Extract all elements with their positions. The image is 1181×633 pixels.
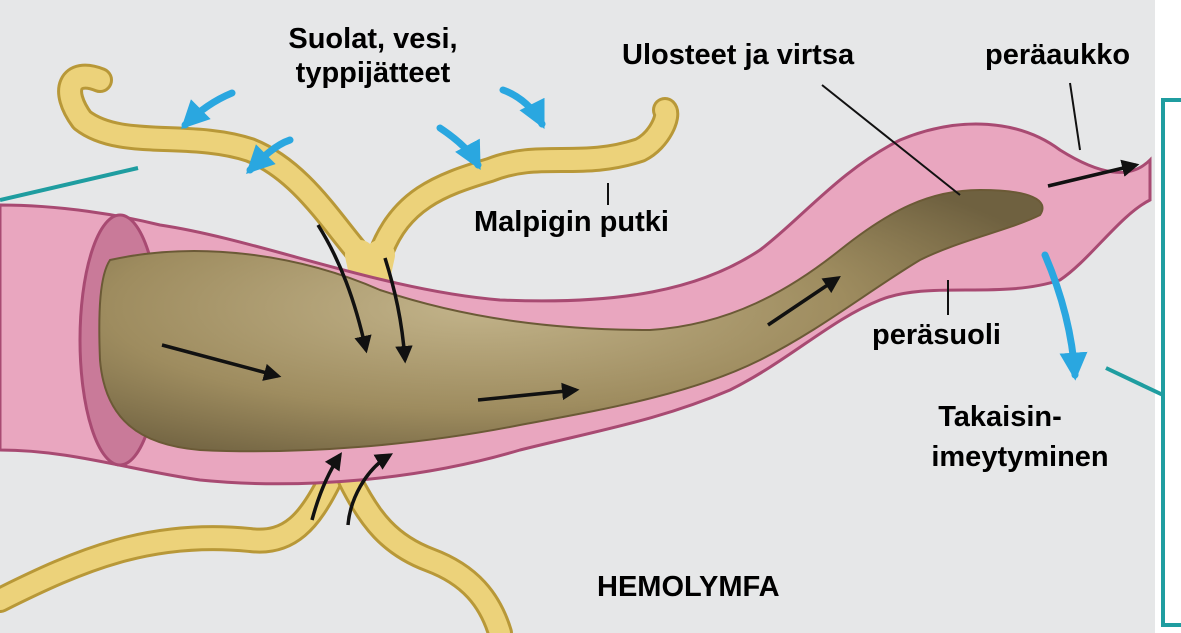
label-anus: peräaukko bbox=[985, 38, 1130, 72]
label-reabsorption: Takaisin- imeytyminen bbox=[900, 400, 1140, 474]
label-salts-line1: Suolat, vesi, bbox=[238, 22, 508, 56]
label-reabsorption-line1: Takaisin- bbox=[860, 400, 1140, 434]
label-malpighian-tubule: Malpigin putki bbox=[474, 205, 669, 239]
label-feces-urine: Ulosteet ja virtsa bbox=[622, 38, 854, 72]
label-hemolymph: HEMOLYMFA bbox=[597, 570, 780, 604]
label-reabsorption-line2: imeytyminen bbox=[900, 440, 1140, 474]
teal-bracket bbox=[1163, 100, 1181, 625]
label-salts-water-nitrogen: Suolat, vesi, typpijätteet bbox=[238, 22, 508, 90]
label-rectum: peräsuoli bbox=[872, 318, 1001, 352]
label-salts-line2: typpijätteet bbox=[238, 56, 508, 90]
